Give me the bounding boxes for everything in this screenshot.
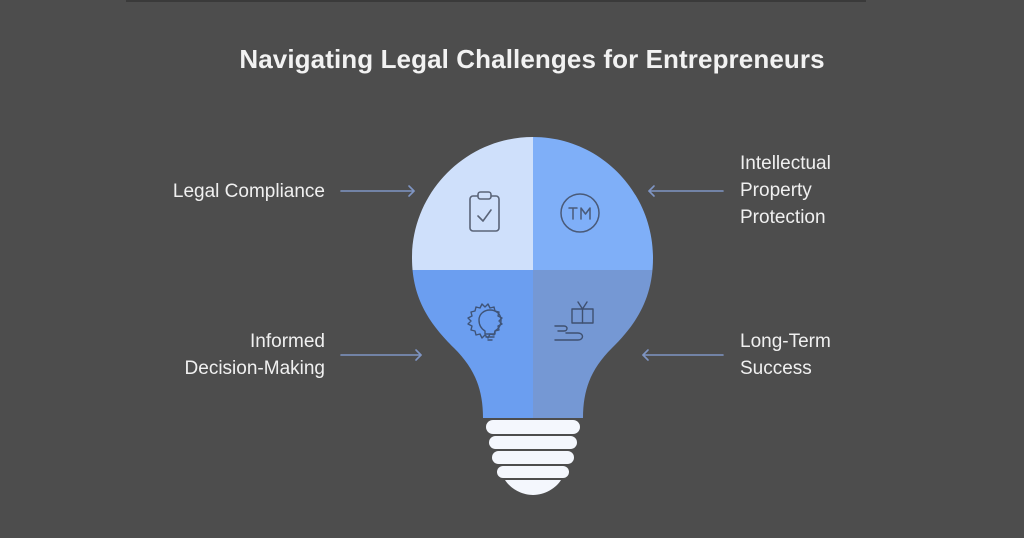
bulb-glass — [412, 137, 653, 418]
bulb-base — [486, 420, 580, 495]
clipboard-check-icon — [469, 191, 500, 232]
gift-hand-icon — [554, 301, 594, 341]
arrow-legal-compliance — [340, 185, 415, 197]
arrow-intellectual-property — [648, 185, 724, 197]
trademark-icon — [560, 193, 600, 233]
top-divider-line — [126, 0, 866, 2]
label-line: Decision-Making — [184, 358, 325, 379]
label-line: Property — [740, 180, 812, 201]
label-line: Long-Term — [740, 331, 831, 352]
arrow-long-term-success — [642, 349, 724, 361]
quadrant-intellectual-property — [533, 137, 653, 270]
label-line: Intellectual — [740, 153, 831, 174]
label-intellectual-property: Intellectual Property Protection — [740, 150, 940, 231]
quadrant-informed-decision — [412, 270, 533, 418]
label-line: Legal Compliance — [172, 181, 325, 202]
label-informed-decision: Informed Decision-Making — [100, 328, 325, 382]
quadrant-legal-compliance — [412, 137, 533, 270]
arrow-informed-decision — [340, 349, 422, 361]
label-legal-compliance: Legal Compliance — [100, 178, 325, 205]
lightbulb-gear-icon — [467, 303, 503, 341]
label-line: Protection — [740, 207, 826, 228]
label-line: Informed — [250, 331, 325, 352]
arrows — [340, 185, 724, 361]
label-long-term-success: Long-Term Success — [740, 328, 940, 382]
quadrant-long-term-success — [533, 270, 653, 418]
diagram-title: Navigating Legal Challenges for Entrepre… — [239, 44, 825, 74]
label-line: Success — [740, 358, 812, 379]
